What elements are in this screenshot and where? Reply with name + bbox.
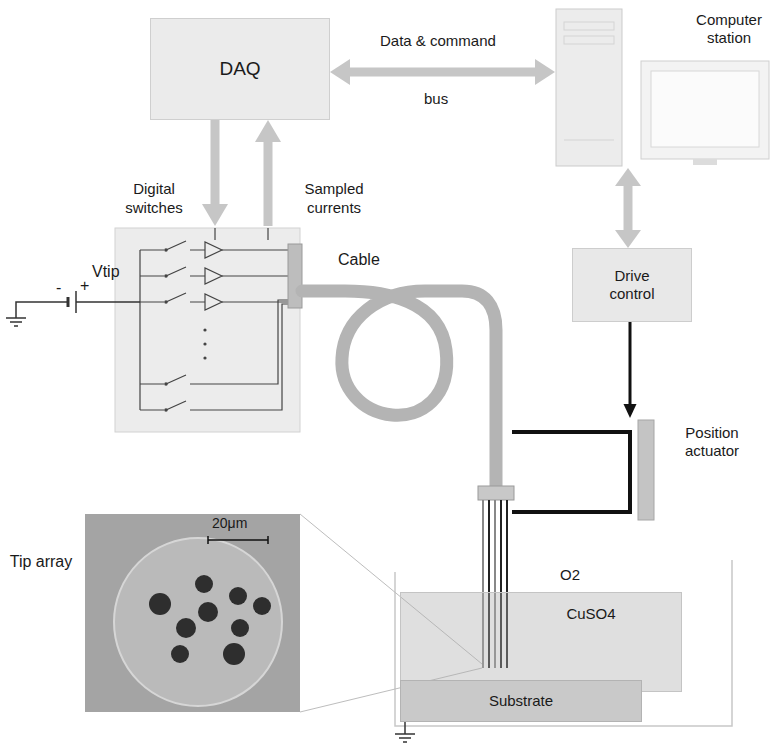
bath-container [395,560,732,726]
computer-illustration [556,9,769,166]
signal-label: Digital switches [110,180,198,218]
voltage-label: Vtip [92,262,120,282]
node-text: Drive control [596,267,668,303]
arrow-head [330,59,350,85]
node-text: CuSO4 [551,605,631,623]
cable [302,291,496,488]
ground-symbol [395,722,415,742]
sampled-current-arrow [255,120,281,226]
computer-station: Computer station [555,3,773,168]
substrate-block: Substrate [400,680,642,722]
command-arrow [615,168,641,248]
data-bus-arrow [330,59,555,85]
signal-label: Sampled currents [290,180,378,218]
electrolyte-bath: CuSO4 [400,592,682,692]
tip-array-micrograph [85,514,300,712]
actuator-bracket [512,420,654,520]
species-label: O2 [560,566,580,585]
bus-label: bus [424,90,448,109]
node-text: Computer station [689,11,769,47]
position-actuator: Position actuator [622,418,772,522]
polarity-sign: - [56,278,61,298]
part-label: Tip array [8,552,74,572]
arrow-head [624,404,637,418]
node-text: Substrate [489,692,553,710]
node-text: Position actuator [662,424,762,460]
voltage-source [6,291,140,326]
bus-label: Data & command [380,32,496,51]
polarity-sign: + [80,276,89,296]
switch-amplifier-circuit [115,228,302,432]
daq-box: DAQ [150,18,330,120]
connector-line [624,184,633,232]
digital-switch-arrow [202,120,228,226]
scale-label: 20μm [212,515,247,533]
drive-arrow [624,322,637,418]
arrow-head [615,230,641,248]
arrow-head [535,59,555,85]
connector-line [348,68,537,77]
connector-line [629,322,632,406]
part-label: Cable [338,250,380,270]
drive-control-box: Drive control [572,248,692,322]
arrow-head [615,168,641,186]
node-text: DAQ [219,58,260,81]
